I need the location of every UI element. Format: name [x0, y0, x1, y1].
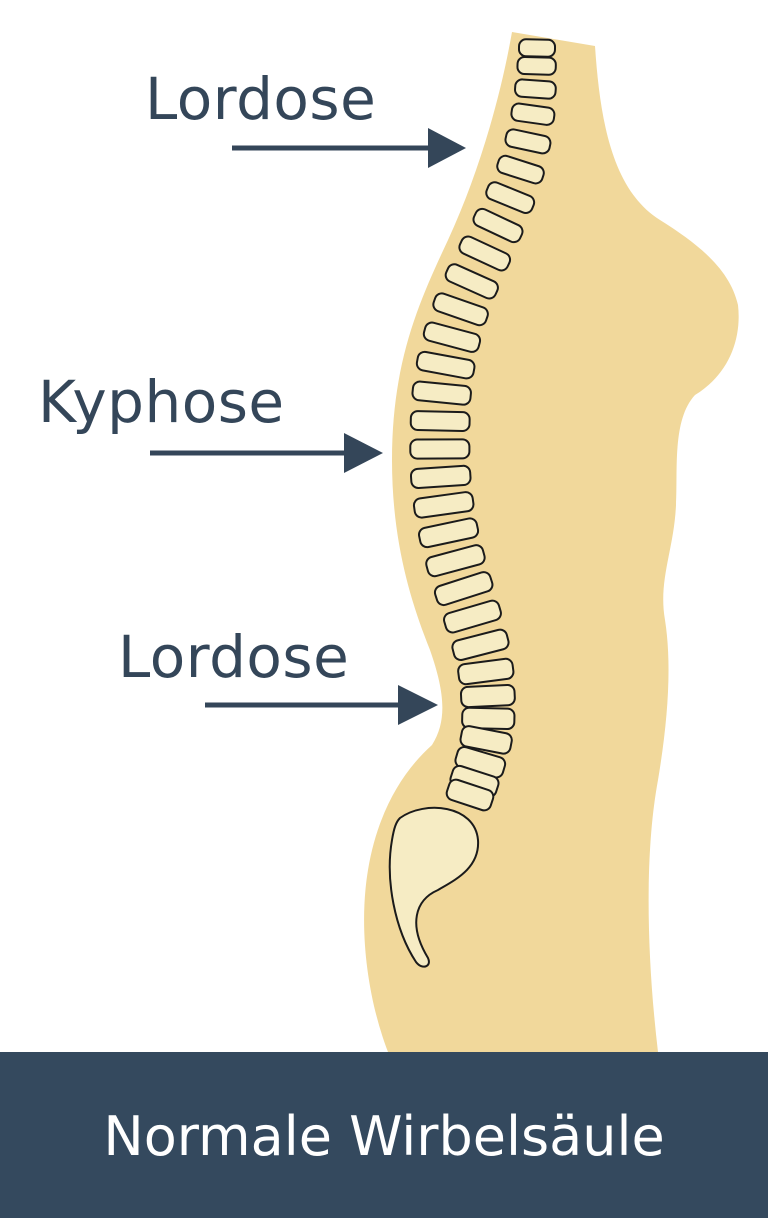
- vertebra: [517, 38, 557, 58]
- arrow-thoracic: [150, 433, 383, 473]
- vertebra: [459, 725, 513, 755]
- vertebra: [504, 128, 552, 155]
- vertebra: [411, 380, 472, 406]
- vertebra: [432, 292, 489, 327]
- vertebra: [418, 517, 480, 549]
- spine-illustration: Lordose Kyphose Lordose: [38, 32, 739, 1052]
- vertebra: [444, 263, 499, 300]
- vertebra: [445, 778, 495, 812]
- footer-banner: Normale Wirbelsäule: [0, 1052, 768, 1218]
- spine-figure-svg: [150, 32, 739, 1052]
- vertebra: [425, 544, 486, 578]
- vertebra: [485, 181, 536, 214]
- vertebra: [409, 438, 471, 460]
- label-thoracic-kyphosis: Kyphose: [38, 368, 285, 436]
- vertebra: [516, 55, 557, 76]
- vertebra: [514, 78, 557, 100]
- vertebra: [496, 154, 545, 185]
- vertebra: [409, 464, 472, 489]
- vertebra: [443, 599, 502, 634]
- vertebra: [415, 350, 476, 380]
- vertebra: [472, 207, 524, 244]
- vertebra: [433, 571, 494, 607]
- vertebra: [412, 491, 475, 519]
- vertebra: [458, 235, 512, 272]
- label-cervical-lordosis: Lordose: [145, 65, 377, 133]
- vertebra: [422, 321, 482, 353]
- vertebra: [461, 706, 516, 731]
- arrow-lumbar: [205, 685, 438, 725]
- vertebra: [510, 102, 556, 126]
- sacrum: [388, 806, 480, 968]
- footer-title: Normale Wirbelsäule: [103, 1105, 665, 1168]
- vertebra: [409, 410, 471, 433]
- vertebrae-group: [409, 38, 557, 812]
- vertebra: [451, 628, 510, 661]
- label-lumbar-lordosis: Lordose: [118, 623, 350, 691]
- vertebra: [457, 657, 515, 686]
- arrow-cervical: [232, 128, 466, 168]
- vertebra: [459, 683, 516, 709]
